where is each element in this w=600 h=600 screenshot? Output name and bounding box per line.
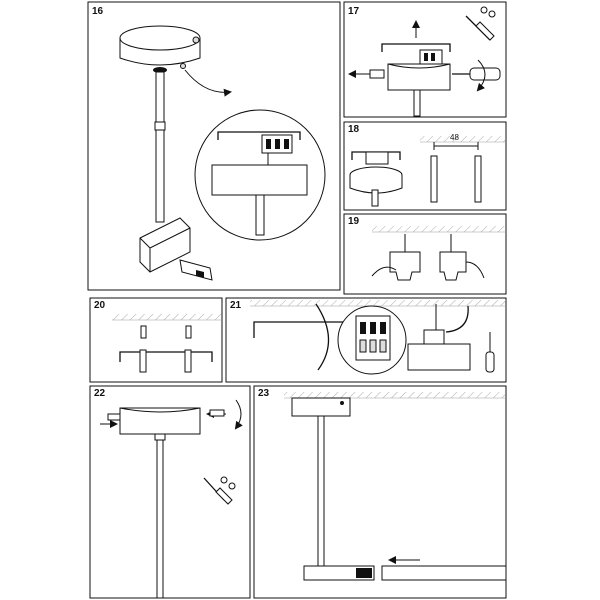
terminal-block-icon	[365, 151, 389, 165]
arrow-icon	[184, 69, 232, 97]
panel-19: 19	[343, 213, 507, 295]
screw-icon	[488, 10, 496, 18]
panel-20: 20	[89, 297, 223, 383]
screw-icon	[228, 482, 236, 490]
panel-23: 23	[253, 385, 507, 599]
screw-icon	[185, 325, 192, 339]
panel-21: 21	[225, 297, 507, 383]
panel-19-frame	[343, 213, 507, 295]
wall-plug-icon	[139, 349, 147, 373]
screw-icon	[220, 476, 228, 484]
panel-23-number: 23	[258, 388, 270, 399]
panel-17: 17	[343, 1, 507, 118]
track-adapter	[139, 217, 213, 281]
detail-zoom-circle	[337, 305, 407, 375]
panel-18-frame	[343, 121, 507, 211]
screw-icon	[192, 36, 200, 44]
pendant-rod	[317, 415, 325, 567]
panel-22-frame	[89, 385, 251, 599]
panel-21-frame	[225, 297, 507, 383]
panel-20-frame	[89, 297, 223, 383]
screw-icon	[180, 63, 186, 69]
ceiling-canopy	[119, 25, 201, 73]
pendant-rod	[155, 71, 165, 223]
detail-zoom-circle	[194, 109, 326, 241]
screw-icon	[140, 325, 147, 339]
panel-17-frame	[343, 1, 507, 118]
track-adapter	[303, 565, 375, 581]
screwdriver-icon	[203, 477, 233, 505]
panel-16: 16	[87, 1, 341, 291]
screwdriver-icon	[485, 332, 495, 373]
panel-18: 18 48	[343, 121, 507, 211]
drill-icon	[439, 234, 485, 281]
screw-icon	[480, 6, 488, 14]
rotate-arrow-icon	[234, 399, 243, 430]
panel-16-number: 16	[92, 6, 104, 17]
panel-21-number: 21	[230, 300, 242, 311]
dimension-label: 48	[450, 133, 459, 142]
wall-plug-icon	[430, 155, 438, 203]
rotate-arrow-icon	[476, 59, 486, 92]
drill-icon	[371, 234, 421, 281]
panel-18-number: 18	[348, 124, 360, 135]
screw-icon	[369, 69, 385, 79]
screw-icon	[209, 409, 225, 417]
screw-icon	[107, 413, 121, 421]
panel-22-number: 22	[94, 388, 106, 399]
panel-19-number: 19	[348, 216, 360, 227]
panel-20-number: 20	[94, 300, 106, 311]
terminal-block-icon	[423, 329, 445, 345]
wall-plug-icon	[474, 155, 482, 203]
panel-17-number: 17	[348, 6, 360, 17]
wall-plug-icon	[184, 349, 192, 373]
pendant-rod	[156, 439, 164, 599]
panel-22: 22	[89, 385, 251, 599]
track-rail	[381, 565, 507, 581]
panel-16-frame	[87, 1, 341, 291]
panel-23-frame	[253, 385, 507, 599]
screwdriver-icon	[465, 15, 495, 41]
